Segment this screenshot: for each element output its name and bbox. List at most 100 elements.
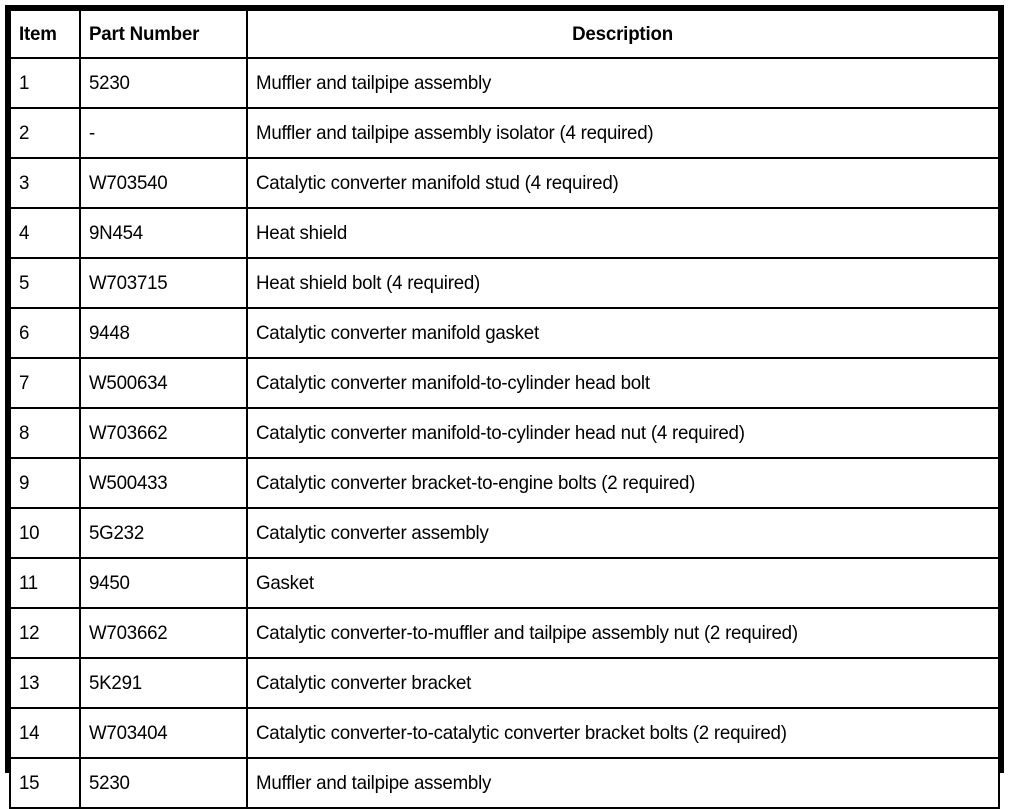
parts-table: Item Part Number Description 1 5230 Muff… <box>9 9 1000 809</box>
cell-description: Catalytic converter-to-catalytic convert… <box>246 707 1000 759</box>
table-row: 3 W703540 Catalytic converter manifold s… <box>9 157 1000 209</box>
cell-item: 4 <box>9 207 81 259</box>
cell-part-number-text: W703715 <box>89 271 168 294</box>
cell-description: Catalytic converter manifold-to-cylinder… <box>246 407 1000 459</box>
cell-item-text: 14 <box>19 721 40 744</box>
cell-item: 1 <box>9 57 81 109</box>
column-header-part-number-label: Part Number <box>89 22 200 45</box>
cell-item-text: 6 <box>19 321 30 344</box>
cell-part-number-text: W703404 <box>89 721 168 744</box>
table-row: 12 W703662 Catalytic converter-to-muffle… <box>9 607 1000 659</box>
cell-part-number-text: W500634 <box>89 371 168 394</box>
column-header-part-number: Part Number <box>79 9 248 59</box>
cell-description: Catalytic converter bracket-to-engine bo… <box>246 457 1000 509</box>
table-row: 14 W703404 Catalytic converter-to-cataly… <box>9 707 1000 759</box>
cell-part-number: W703715 <box>79 257 248 309</box>
cell-item-text: 3 <box>19 171 30 194</box>
table-row: 5 W703715 Heat shield bolt (4 required) <box>9 257 1000 309</box>
cell-part-number: W500634 <box>79 357 248 409</box>
table-row: 7 W500634 Catalytic converter manifold-t… <box>9 357 1000 409</box>
cell-description: Muffler and tailpipe assembly <box>246 757 1000 809</box>
cell-item: 15 <box>9 757 81 809</box>
column-header-description-label: Description <box>572 22 674 45</box>
cell-item-text: 10 <box>19 521 40 544</box>
cell-part-number: 9N454 <box>79 207 248 259</box>
cell-description-text: Muffler and tailpipe assembly <box>256 71 492 94</box>
cell-part-number: 5K291 <box>79 657 248 709</box>
cell-item-text: 13 <box>19 671 40 694</box>
cell-part-number: 5230 <box>79 757 248 809</box>
cell-description-text: Catalytic converter-to-muffler and tailp… <box>256 621 798 644</box>
cell-description-text: Muffler and tailpipe assembly <box>256 771 492 794</box>
cell-part-number-text: 9N454 <box>89 221 143 244</box>
table-row: 9 W500433 Catalytic converter bracket-to… <box>9 457 1000 509</box>
table-row: 2 - Muffler and tailpipe assembly isolat… <box>9 107 1000 159</box>
cell-item-text: 7 <box>19 371 30 394</box>
cell-item: 13 <box>9 657 81 709</box>
table-row: 8 W703662 Catalytic converter manifold-t… <box>9 407 1000 459</box>
cell-item: 12 <box>9 607 81 659</box>
cell-description: Heat shield bolt (4 required) <box>246 257 1000 309</box>
cell-description-text: Muffler and tailpipe assembly isolator (… <box>256 121 654 144</box>
cell-item: 7 <box>9 357 81 409</box>
cell-description: Catalytic converter assembly <box>246 507 1000 559</box>
cell-description-text: Catalytic converter bracket-to-engine bo… <box>256 471 696 494</box>
cell-part-number-text: 5G232 <box>89 521 145 544</box>
cell-description: Catalytic converter bracket <box>246 657 1000 709</box>
cell-description-text: Catalytic converter manifold-to-cylinder… <box>256 421 745 444</box>
cell-item: 9 <box>9 457 81 509</box>
cell-part-number-text: W703540 <box>89 171 168 194</box>
table-row: 1 5230 Muffler and tailpipe assembly <box>9 57 1000 109</box>
cell-part-number-text: 9448 <box>89 321 130 344</box>
cell-part-number: W703662 <box>79 607 248 659</box>
cell-part-number-text: 9450 <box>89 571 130 594</box>
cell-part-number: W703662 <box>79 407 248 459</box>
table-header: Item Part Number Description <box>9 9 1000 59</box>
table-row: 4 9N454 Heat shield <box>9 207 1000 259</box>
cell-part-number: - <box>79 107 248 159</box>
cell-part-number: 9450 <box>79 557 248 609</box>
cell-item-text: 12 <box>19 621 40 644</box>
cell-part-number: W703540 <box>79 157 248 209</box>
column-header-item: Item <box>9 9 81 59</box>
cell-part-number-text: W703662 <box>89 421 168 444</box>
cell-item: 2 <box>9 107 81 159</box>
cell-part-number: W703404 <box>79 707 248 759</box>
column-header-description: Description <box>246 9 1000 59</box>
cell-part-number-text: 5230 <box>89 771 130 794</box>
table-row: 15 5230 Muffler and tailpipe assembly <box>9 757 1000 809</box>
cell-description-text: Catalytic converter assembly <box>256 521 489 544</box>
cell-description: Catalytic converter manifold-to-cylinder… <box>246 357 1000 409</box>
cell-part-number-text: W703662 <box>89 621 168 644</box>
cell-part-number-text: W500433 <box>89 471 168 494</box>
cell-description-text: Catalytic converter manifold stud (4 req… <box>256 171 619 194</box>
table-body: 1 5230 Muffler and tailpipe assembly 2 -… <box>9 57 1000 809</box>
cell-description-text: Heat shield <box>256 221 348 244</box>
cell-part-number: 5230 <box>79 57 248 109</box>
cell-description: Heat shield <box>246 207 1000 259</box>
cell-item-text: 1 <box>19 71 30 94</box>
cell-item: 3 <box>9 157 81 209</box>
cell-description: Catalytic converter manifold gasket <box>246 307 1000 359</box>
table-row: 11 9450 Gasket <box>9 557 1000 609</box>
cell-part-number-text: 5230 <box>89 71 130 94</box>
cell-part-number-text: - <box>89 121 95 144</box>
cell-item: 14 <box>9 707 81 759</box>
cell-part-number: 9448 <box>79 307 248 359</box>
cell-description-text: Catalytic converter-to-catalytic convert… <box>256 721 787 744</box>
cell-item-text: 8 <box>19 421 30 444</box>
table-header-row: Item Part Number Description <box>9 9 1000 59</box>
cell-description: Gasket <box>246 557 1000 609</box>
cell-description: Catalytic converter manifold stud (4 req… <box>246 157 1000 209</box>
cell-description: Catalytic converter-to-muffler and tailp… <box>246 607 1000 659</box>
table-row: 6 9448 Catalytic converter manifold gask… <box>9 307 1000 359</box>
cell-description-text: Gasket <box>256 571 314 594</box>
cell-part-number: 5G232 <box>79 507 248 559</box>
page-canvas: Item Part Number Description 1 5230 Muff… <box>5 5 1004 809</box>
column-header-item-label: Item <box>19 22 57 45</box>
cell-description: Muffler and tailpipe assembly <box>246 57 1000 109</box>
cell-description-text: Heat shield bolt (4 required) <box>256 271 481 294</box>
cell-item-text: 2 <box>19 121 30 144</box>
cell-item-text: 15 <box>19 771 40 794</box>
cell-item: 10 <box>9 507 81 559</box>
